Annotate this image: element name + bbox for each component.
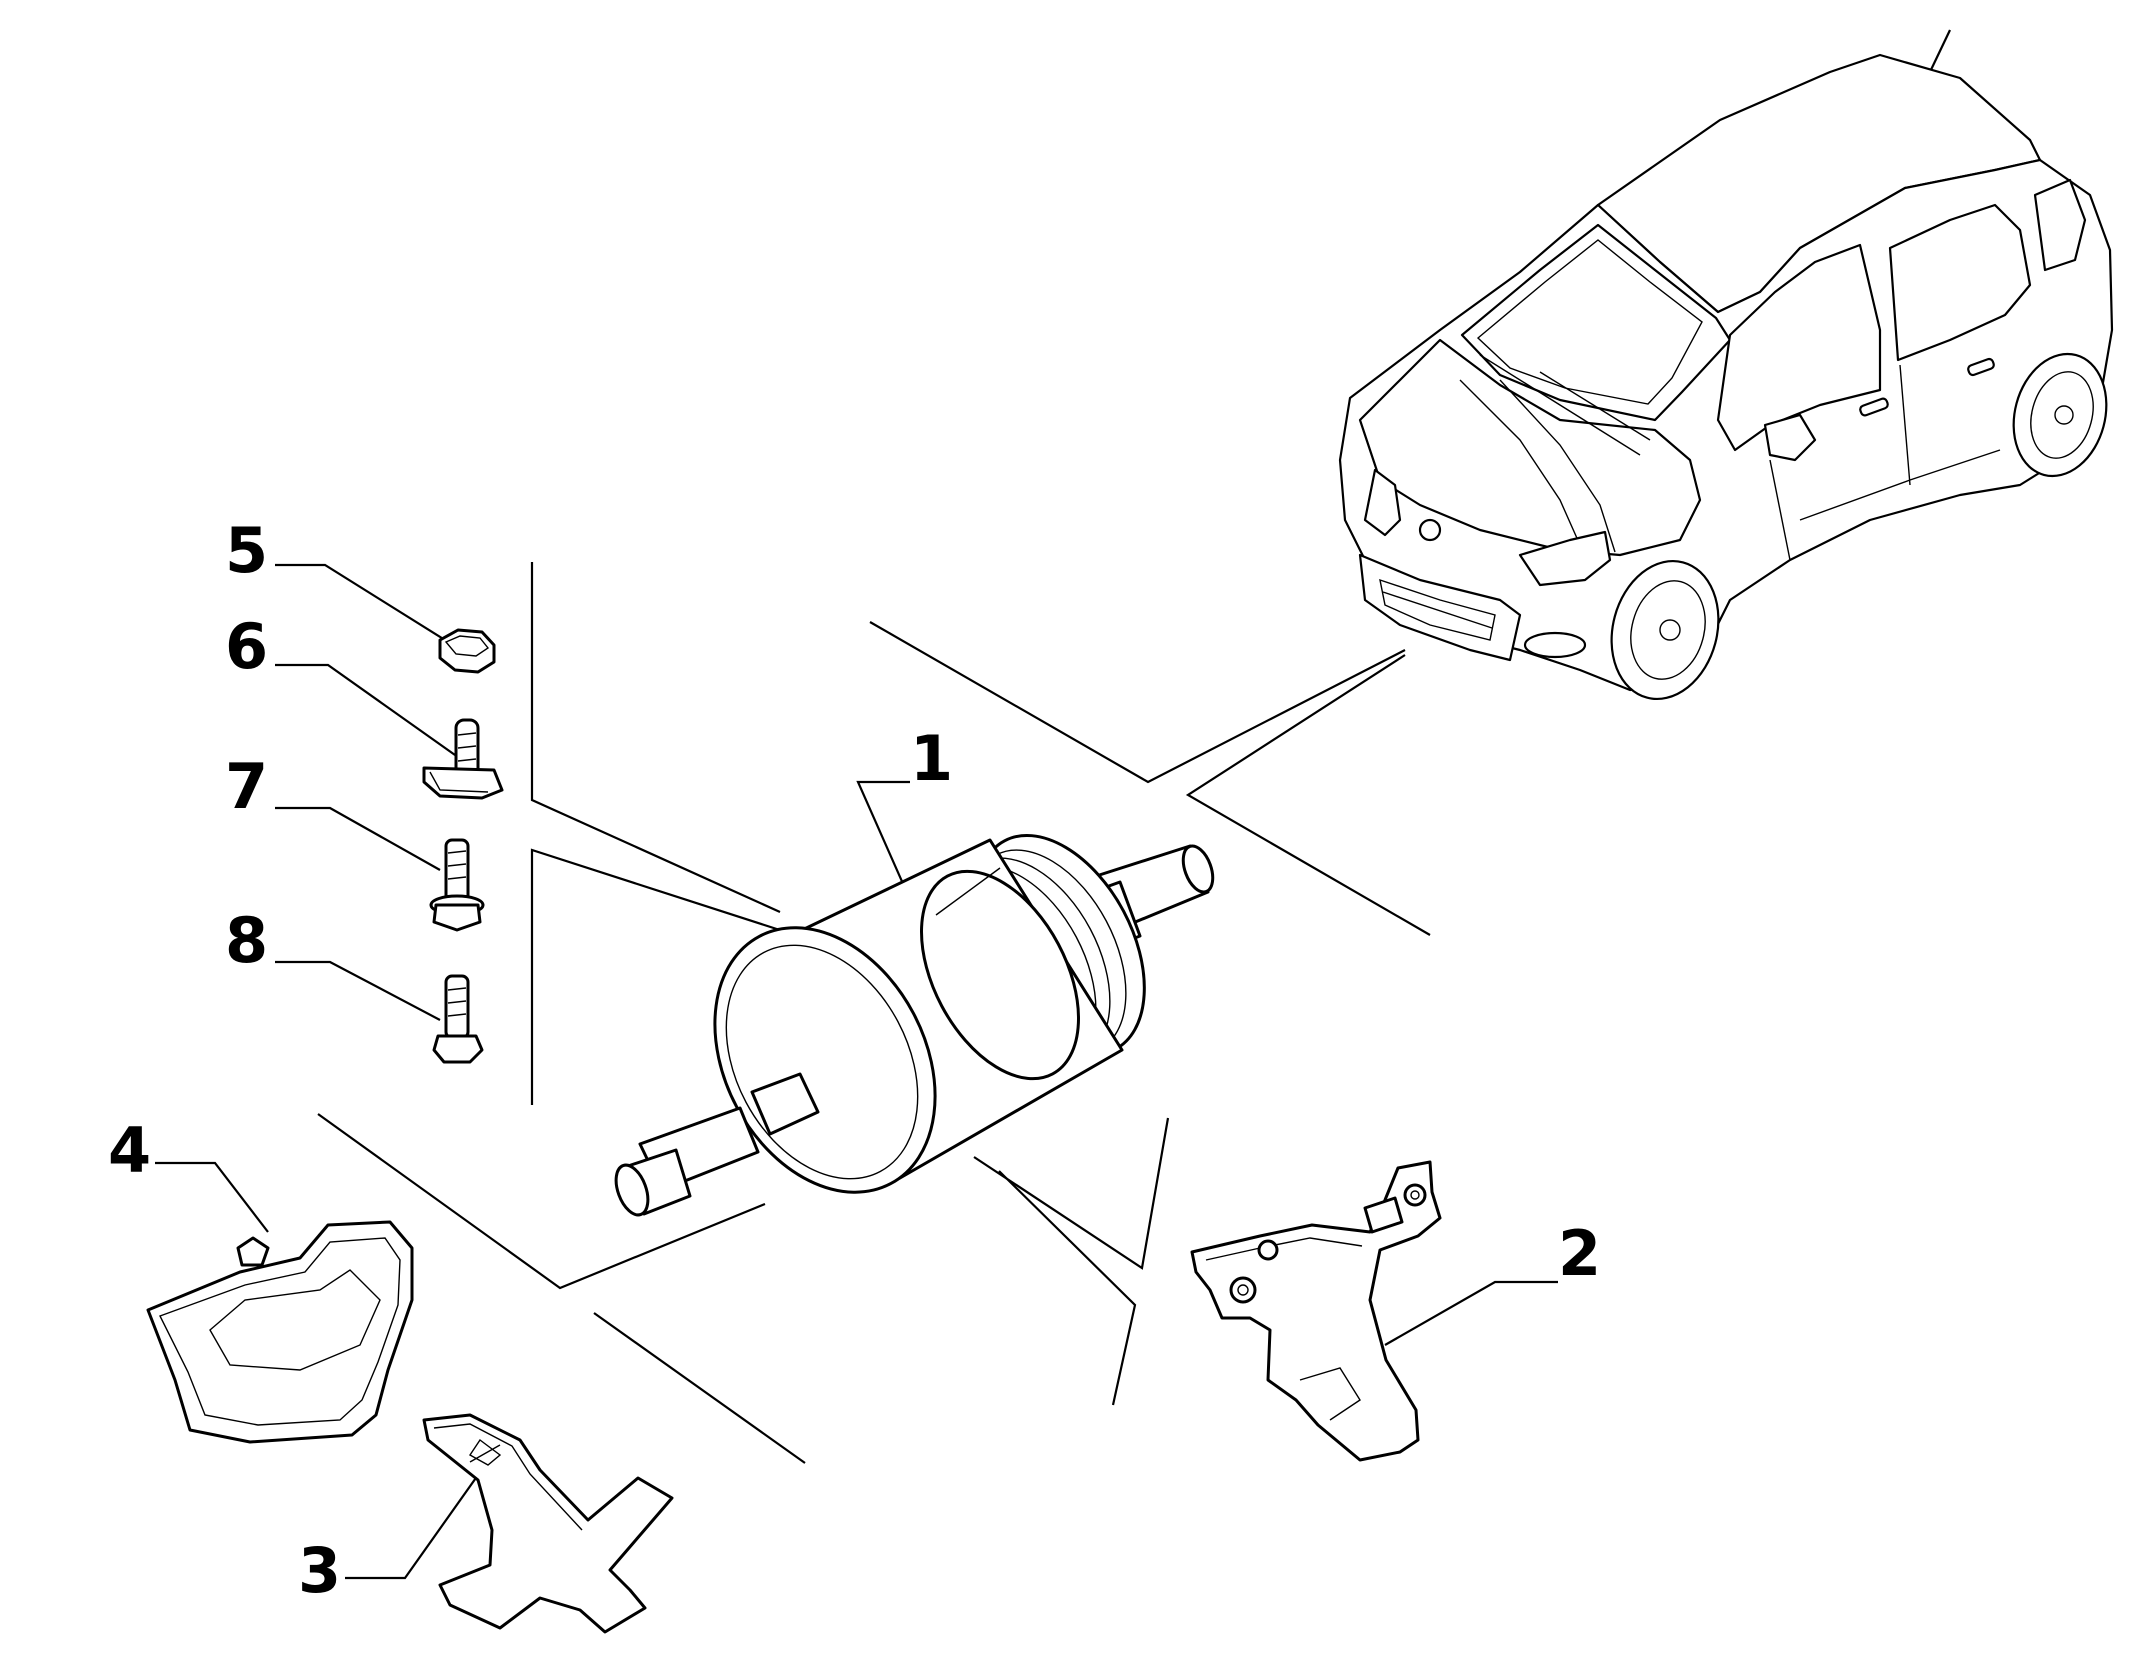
callout-7[interactable]: 7 — [225, 750, 268, 823]
callout-4[interactable]: 4 — [108, 1114, 151, 1187]
bolt-icon[interactable] — [432, 974, 484, 1064]
clamp-bracket-icon[interactable] — [422, 1413, 674, 1634]
leader-5 — [275, 563, 446, 641]
group-bracket-clamp — [593, 1312, 806, 1464]
flange-bolt-icon[interactable] — [429, 838, 485, 932]
leader-1 — [856, 780, 910, 896]
leader-lines — [155, 563, 1558, 1580]
group-bracket-vehicle-lower — [1185, 654, 1431, 936]
fuel-filter-icon[interactable] — [610, 807, 1218, 1231]
group-bracket-fasteners-lower — [530, 848, 818, 1105]
callout-2[interactable]: 2 — [1558, 1217, 1601, 1290]
group-bracket-filter-lower — [973, 1117, 1170, 1270]
car-silhouette-icon — [1338, 29, 2114, 701]
callout-1[interactable]: 1 — [910, 722, 953, 795]
group-bracket-bracket — [998, 1170, 1137, 1406]
exploded-view-lines — [317, 562, 1431, 1464]
group-bracket-fasteners — [530, 562, 781, 914]
leader-6 — [275, 663, 456, 756]
leader-8 — [275, 960, 441, 1021]
leader-2 — [1384, 1280, 1558, 1346]
group-bracket-vehicle — [869, 621, 1406, 784]
callout-6[interactable]: 6 — [225, 610, 268, 683]
leader-3 — [345, 1474, 479, 1580]
callout-5[interactable]: 5 — [225, 514, 268, 587]
leader-7 — [275, 806, 441, 871]
callout-3[interactable]: 3 — [298, 1534, 341, 1607]
mounting-bracket-icon[interactable] — [1190, 1160, 1442, 1462]
leader-4 — [155, 1161, 269, 1233]
stud-with-clip-icon[interactable] — [422, 718, 504, 800]
heat-shield-icon[interactable] — [146, 1220, 414, 1444]
callout-8[interactable]: 8 — [225, 904, 268, 977]
hex-nut-icon[interactable] — [438, 628, 496, 674]
group-bracket-shield — [317, 1113, 766, 1290]
